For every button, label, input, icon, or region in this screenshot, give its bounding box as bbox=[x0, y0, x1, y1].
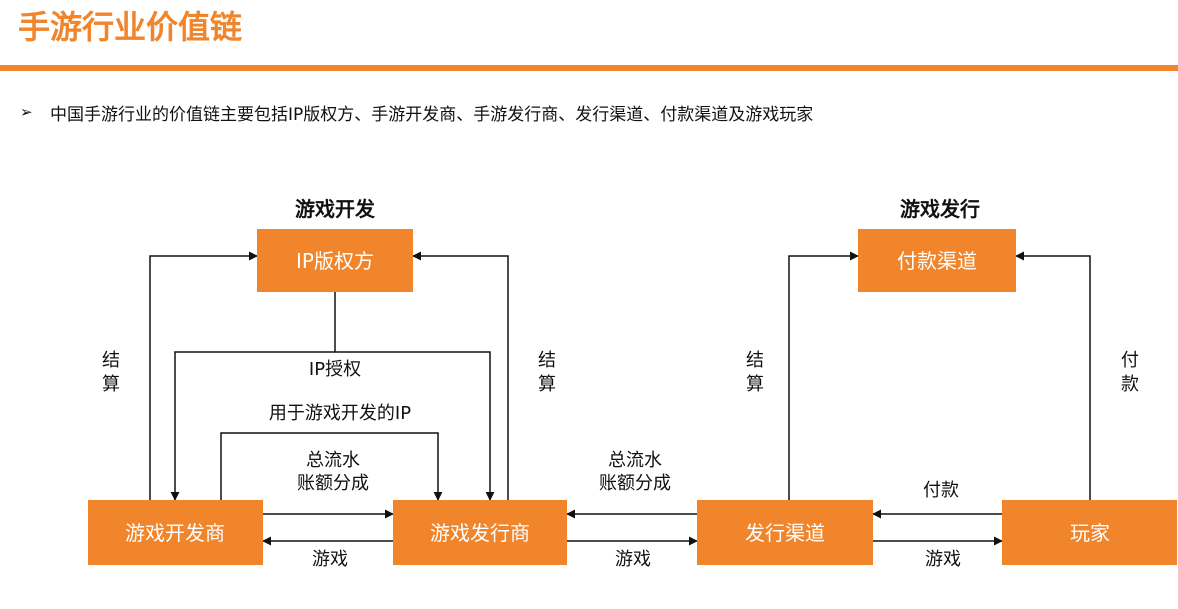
node-channel: 发行渠道 bbox=[697, 500, 873, 565]
section-heading-pub: 游戏发行 bbox=[900, 197, 980, 221]
node-player-label: 玩家 bbox=[1070, 521, 1110, 545]
title-divider bbox=[0, 65, 1178, 71]
node-publisher-label: 游戏发行商 bbox=[430, 521, 530, 545]
node-pay-channel-label: 付款渠道 bbox=[897, 249, 977, 273]
summary-bullet: ➢ 中国手游行业的价值链主要包括IP版权方、手游开发商、手游发行商、发行渠道、付… bbox=[20, 98, 813, 126]
connector-channel-to-pay bbox=[788, 251, 859, 500]
label-pay-vertical-b: 款 bbox=[1121, 374, 1139, 395]
node-pay-channel: 付款渠道 bbox=[858, 229, 1016, 292]
connector-dev-to-ip bbox=[149, 251, 258, 500]
arrow-bullet-icon: ➢ bbox=[20, 103, 33, 121]
connector-player-to-pay bbox=[1015, 251, 1091, 500]
section-heading-dev: 游戏开发 bbox=[295, 197, 376, 221]
connector-ip-to-dev bbox=[170, 351, 335, 501]
label-pay: 付款 bbox=[923, 480, 959, 501]
node-player: 玩家 bbox=[1002, 500, 1177, 565]
summary-text: 中国手游行业的价值链主要包括IP版权方、手游开发商、手游发行商、发行渠道、付款渠… bbox=[50, 104, 814, 125]
label-pay-vertical-a: 付 bbox=[1121, 350, 1139, 371]
node-ip: IP版权方 bbox=[257, 229, 413, 292]
node-ip-label: IP版权方 bbox=[296, 249, 374, 273]
label-game-1: 游戏 bbox=[312, 549, 348, 570]
node-developer: 游戏开发商 bbox=[88, 500, 263, 565]
label-ip-for-dev: 用于游戏开发的IP bbox=[269, 403, 411, 424]
connector-dev-ip-to-pub bbox=[220, 432, 443, 501]
node-developer-label: 游戏开发商 bbox=[125, 521, 225, 545]
label-game-2: 游戏 bbox=[615, 549, 651, 570]
page-title: 手游行业价值链 bbox=[18, 8, 243, 46]
label-settle-2-b: 算 bbox=[538, 374, 556, 395]
label-settle-1-b: 算 bbox=[102, 374, 120, 395]
label-revenue-share-1-a: 总流水 bbox=[306, 450, 360, 471]
label-settle-1-a: 结 bbox=[102, 350, 120, 371]
label-settle-3-b: 算 bbox=[746, 374, 764, 395]
label-settle-2-a: 结 bbox=[538, 350, 556, 371]
connector-ip-to-pub bbox=[335, 351, 495, 501]
label-ip-license: IP授权 bbox=[309, 359, 361, 380]
connector-pub-to-ip bbox=[412, 251, 509, 500]
node-publisher: 游戏发行商 bbox=[393, 500, 567, 565]
label-settle-3-a: 结 bbox=[746, 350, 764, 371]
label-revenue-share-2-a: 总流水 bbox=[608, 450, 662, 471]
connectors bbox=[149, 251, 1091, 546]
label-game-3: 游戏 bbox=[925, 549, 961, 570]
label-revenue-share-1-b: 账额分成 bbox=[297, 473, 369, 494]
node-channel-label: 发行渠道 bbox=[745, 521, 825, 545]
label-revenue-share-2-b: 账额分成 bbox=[599, 473, 671, 494]
